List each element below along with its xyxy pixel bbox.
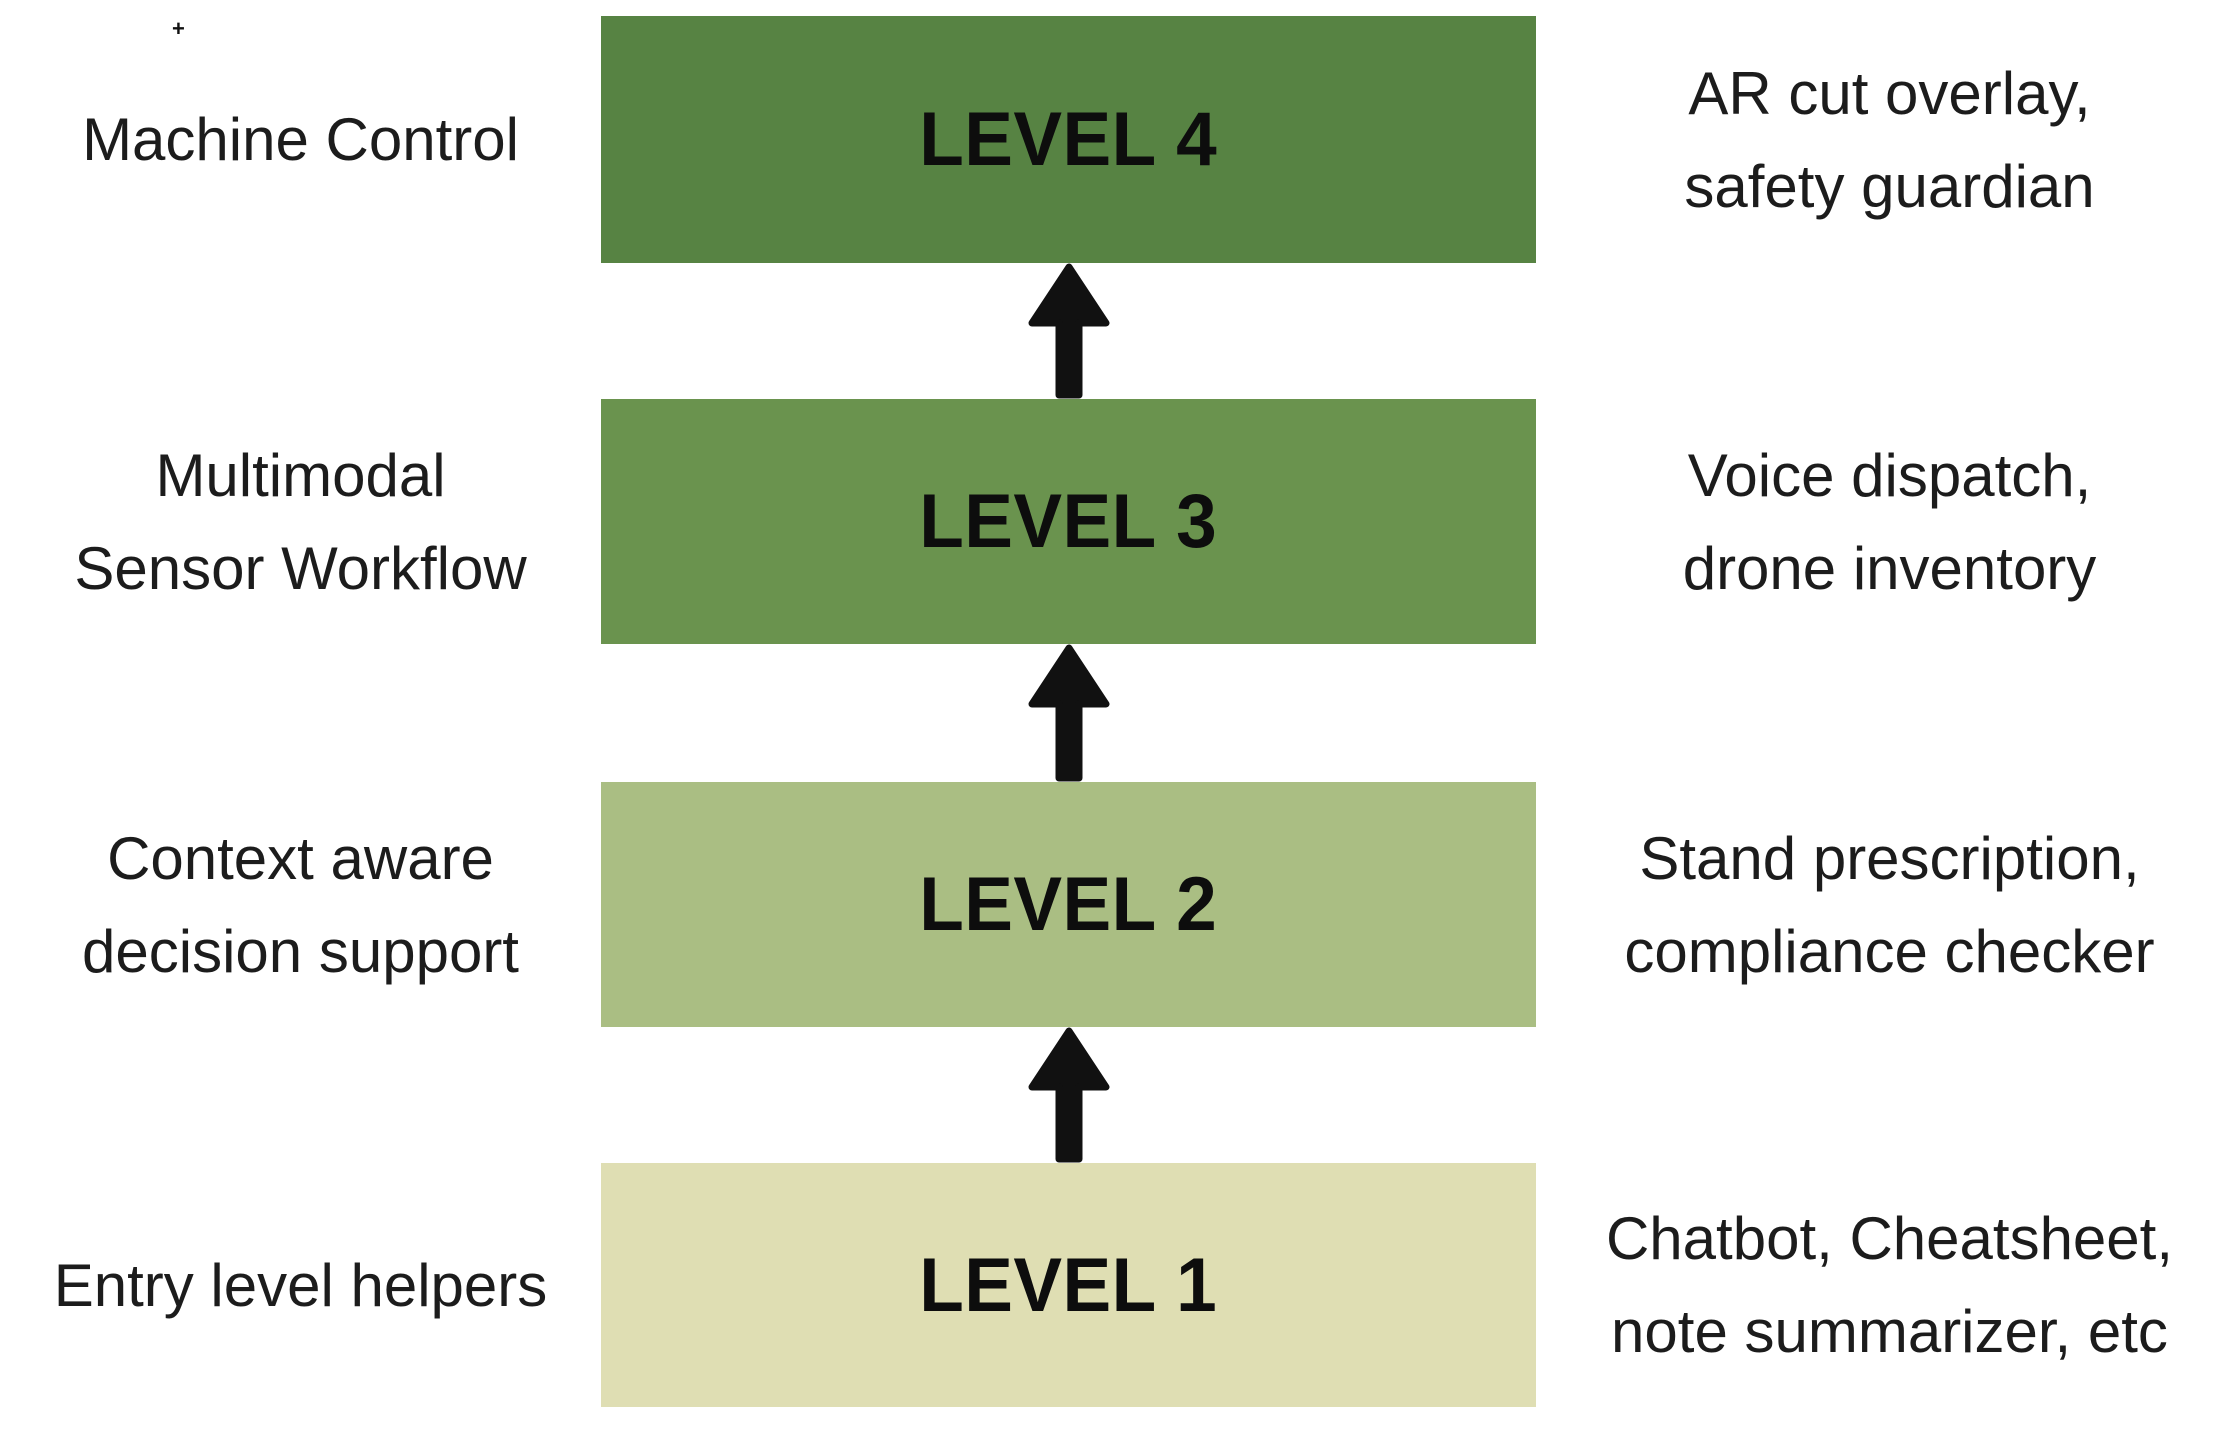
level-3-title: LEVEL 3 [919,479,1218,564]
level-2-box: LEVEL 2 [601,782,1536,1027]
level-4-left-label: Machine Control [82,106,519,173]
level-1-box: LEVEL 1 [601,1163,1536,1407]
level-1-right-label: Chatbot, Cheatsheet, note summarizer, et… [1605,1205,2174,1365]
level-1-left-label: Entry level helpers [53,1251,548,1319]
level-4-right-label-cell: AR cut overlay, safety guardian [1536,16,2215,263]
arrow-cell-1-to-2 [601,1027,1536,1163]
arrow-cell-3-to-4 [601,263,1536,399]
level-3-left-label: Multimodal Sensor Workflow [74,441,527,602]
level-2-left-label: Context aware decision support [82,824,519,985]
stray-plus-mark: + [172,16,185,41]
level-1-title: LEVEL 1 [919,1242,1218,1328]
level-1-box-cell: LEVEL 1 [601,1163,1536,1407]
level-1-left-label-cell: Entry level helpers [0,1163,601,1407]
level-4-left-label-cell: Machine Control [0,16,601,263]
arrow-cell-2-to-3 [601,644,1536,782]
level-4-box: LEVEL 4 [601,16,1536,263]
level-3-right-label: Voice dispatch, drone inventory [1682,441,2097,602]
level-3-left-label-cell: Multimodal Sensor Workflow [0,399,601,644]
up-arrow-icon [1027,263,1111,399]
up-arrow-icon [1027,1027,1111,1163]
level-2-left-label-cell: Context aware decision support [0,782,601,1027]
level-2-right-label-cell: Stand prescription, compliance checker [1536,782,2215,1027]
level-4-box-cell: LEVEL 4 [601,16,1536,263]
level-1-right-label-cell: Chatbot, Cheatsheet, note summarizer, et… [1536,1163,2215,1407]
level-2-title: LEVEL 2 [919,862,1218,947]
level-2-box-cell: LEVEL 2 [601,782,1536,1027]
level-3-box-cell: LEVEL 3 [601,399,1536,644]
level-4-right-label: AR cut overlay, safety guardian [1684,59,2095,220]
level-2-right-label: Stand prescription, compliance checker [1624,824,2155,985]
up-arrow-icon [1027,644,1111,782]
level-3-right-label-cell: Voice dispatch, drone inventory [1536,399,2215,644]
level-3-box: LEVEL 3 [601,399,1536,644]
level-4-title: LEVEL 4 [919,97,1218,182]
